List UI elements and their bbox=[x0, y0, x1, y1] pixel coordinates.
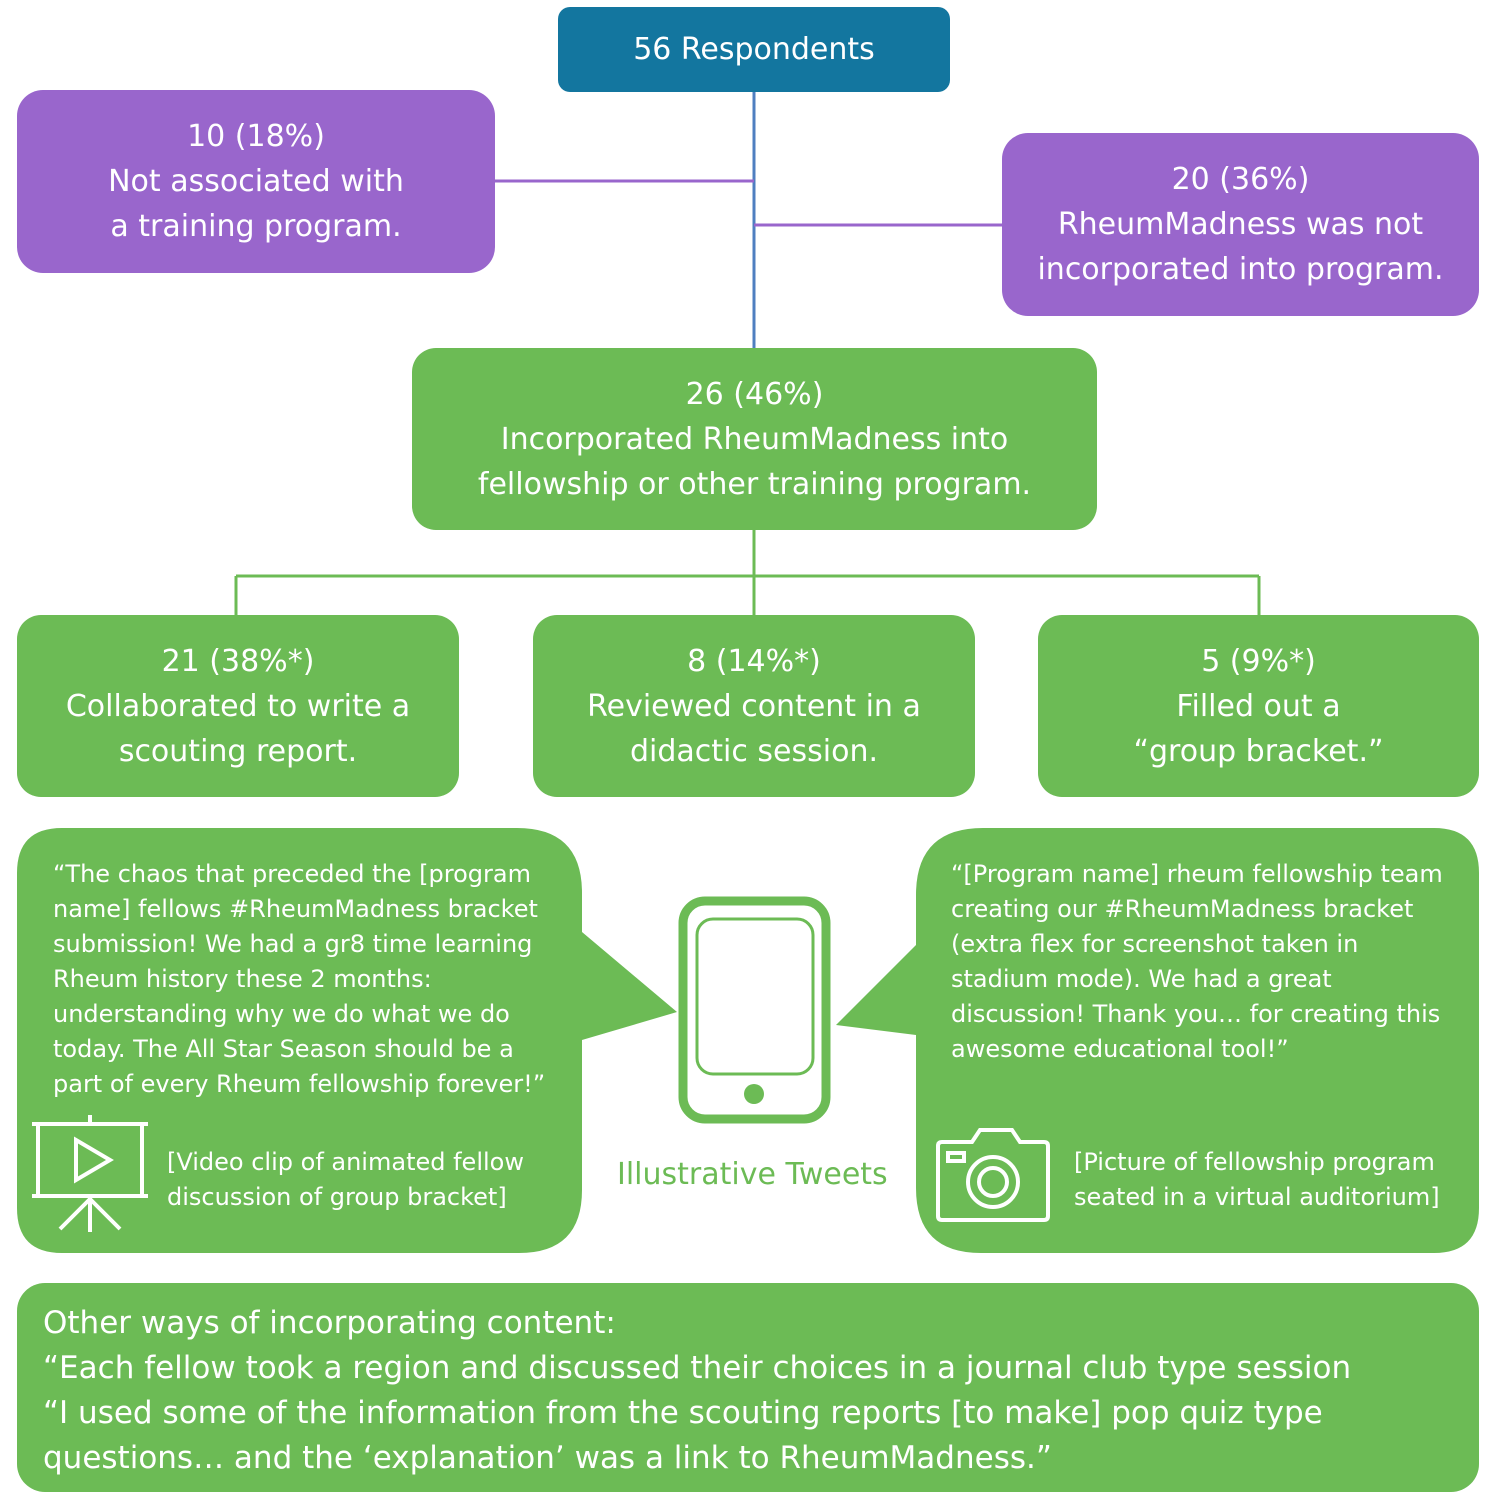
not-associated-node: 10 (18%) Not associated with a training … bbox=[17, 90, 495, 273]
scouting-report-node: 21 (38%*) Collaborated to write a scouti… bbox=[17, 615, 459, 797]
root-node: 56 Respondents bbox=[558, 7, 950, 92]
right-speech-bubble bbox=[836, 828, 1479, 1253]
not-incorporated-text-1: RheumMadness was not bbox=[1057, 207, 1424, 242]
group-bracket-count: 5 (9%*) bbox=[1201, 643, 1316, 679]
other-ways-quote-2a: “I used some of the information from the… bbox=[43, 1395, 1323, 1431]
group-bracket-node: 5 (9%*) Filled out a “group bracket.” bbox=[1038, 615, 1479, 797]
not-associated-text-1: Not associated with bbox=[108, 164, 404, 199]
not-associated-count: 10 (18%) bbox=[187, 119, 325, 154]
right-tweet-line-3: (extra flex for screenshot taken in bbox=[951, 930, 1359, 958]
right-tweet-line-5: discussion! Thank you… for creating this bbox=[951, 1000, 1441, 1028]
not-incorporated-node: 20 (36%) RheumMadness was not incorporat… bbox=[1002, 133, 1479, 316]
scouting-report-text-2: scouting report. bbox=[118, 733, 358, 769]
other-ways-quote-2b: questions… and the ‘explanation’ was a l… bbox=[43, 1440, 1052, 1476]
right-tweet-quote: “[Program name] rheum fellowship team cr… bbox=[951, 857, 1443, 1067]
right-caption-line-2: seated in a virtual auditorium] bbox=[1074, 1183, 1440, 1211]
left-tweet-quote: “The chaos that preceded the [program na… bbox=[53, 857, 545, 1102]
right-tweet-line-4: stadium mode). We had a great bbox=[951, 965, 1332, 993]
left-tweet-line-4: Rheum history these 2 months: bbox=[53, 965, 432, 993]
didactic-session-text-2: didactic session. bbox=[629, 733, 878, 769]
scouting-report-count: 21 (38%*) bbox=[161, 643, 315, 679]
not-associated-text-2: a training program. bbox=[110, 209, 402, 244]
video-presentation-icon bbox=[32, 1115, 148, 1232]
right-tweet-line-1: “[Program name] rheum fellowship team bbox=[951, 860, 1443, 888]
left-tweet-line-1: “The chaos that preceded the [program bbox=[53, 860, 531, 888]
left-tweet-line-2: name] fellows #RheumMadness bracket bbox=[53, 895, 538, 923]
smartphone-icon bbox=[678, 896, 831, 1124]
didactic-session-node: 8 (14%*) Reviewed content in a didactic … bbox=[533, 615, 975, 797]
incorporated-text-2: fellowship or other training program. bbox=[477, 466, 1032, 502]
right-tweet-line-6: awesome educational tool!” bbox=[951, 1035, 1289, 1063]
not-incorporated-text-2: incorporated into program. bbox=[1037, 252, 1444, 287]
scouting-report-text-1: Collaborated to write a bbox=[65, 688, 411, 724]
incorporated-count: 26 (46%) bbox=[685, 376, 824, 412]
left-tweet-line-7: part of every Rheum fellowship forever!” bbox=[53, 1070, 546, 1098]
not-incorporated-count: 20 (36%) bbox=[1171, 162, 1310, 197]
incorporated-text-1: Incorporated RheumMadness into bbox=[500, 421, 1009, 457]
left-caption-line-2: discussion of group bracket] bbox=[167, 1183, 507, 1211]
left-speech-bubble bbox=[17, 828, 677, 1253]
incorporated-node: 26 (46%) Incorporated RheumMadness into … bbox=[412, 348, 1097, 530]
illustrative-tweets-label: Illustrative Tweets bbox=[617, 1157, 888, 1192]
right-tweet-line-2: creating our #RheumMadness bracket bbox=[951, 895, 1414, 923]
left-caption-line-1: [Video clip of animated fellow bbox=[167, 1148, 524, 1176]
other-ways-box: Other ways of incorporating content: “Ea… bbox=[17, 1283, 1479, 1492]
right-caption-line-1: [Picture of fellowship program bbox=[1074, 1148, 1435, 1176]
left-tweet-line-6: today. The All Star Season should be a bbox=[53, 1035, 514, 1063]
didactic-session-text-1: Reviewed content in a bbox=[587, 688, 921, 724]
root-label: 56 Respondents bbox=[633, 32, 875, 67]
didactic-session-count: 8 (14%*) bbox=[687, 643, 821, 679]
left-tweet-line-3: submission! We had a gr8 time learning bbox=[53, 930, 533, 958]
group-bracket-text-2: “group bracket.” bbox=[1133, 733, 1384, 769]
other-ways-heading: Other ways of incorporating content: bbox=[43, 1305, 616, 1341]
other-ways-quote-1: “Each fellow took a region and discussed… bbox=[43, 1350, 1352, 1386]
group-bracket-text-1: Filled out a bbox=[1176, 688, 1341, 724]
right-tweet-caption: [Picture of fellowship program seated in… bbox=[1074, 1145, 1440, 1215]
left-tweet-line-5: understanding why we do what we do bbox=[53, 1000, 510, 1028]
left-tweet-caption: [Video clip of animated fellow discussio… bbox=[167, 1145, 524, 1215]
camera-icon bbox=[936, 1128, 1050, 1222]
